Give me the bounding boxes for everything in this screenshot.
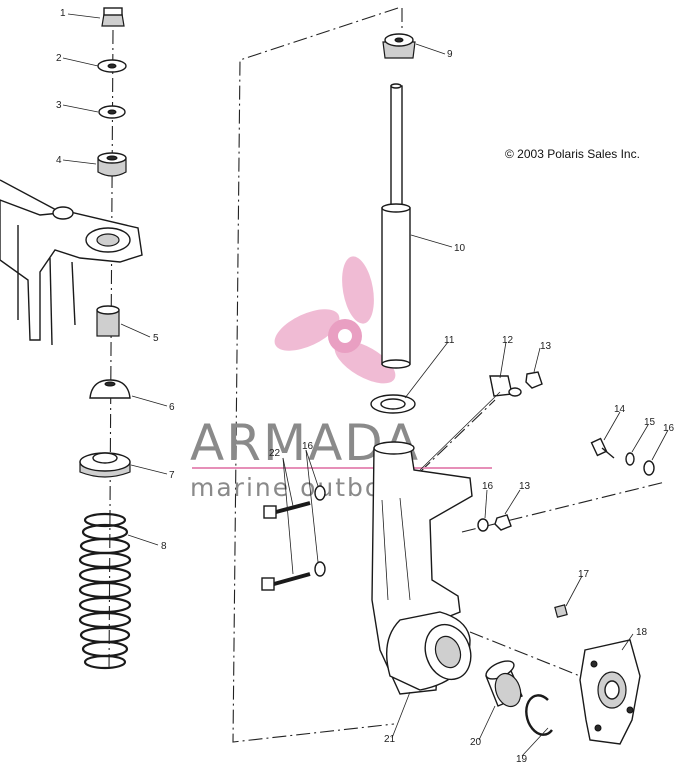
part-4-bushing <box>97 152 127 177</box>
callout-18: 18 <box>636 627 648 638</box>
part-8-coil-spring <box>78 512 132 670</box>
part-3-washer <box>98 105 126 119</box>
part-2-washer <box>97 59 127 73</box>
part-18-hub-carrier <box>579 639 641 745</box>
callout-3: 3 <box>56 100 62 111</box>
callout-22: 22 <box>269 448 281 459</box>
part-13-nut-upper <box>525 371 543 389</box>
callout-1: 1 <box>60 8 66 19</box>
part-21-spindle <box>371 441 473 695</box>
callout-6: 6 <box>169 402 175 413</box>
callout-8: 8 <box>161 541 167 552</box>
part-5-spacer <box>96 305 120 337</box>
part-20-bearing <box>485 660 523 708</box>
callout-16-left: 16 <box>302 441 314 452</box>
callout-16-middle: 16 <box>482 481 494 492</box>
callout-7: 7 <box>169 470 175 481</box>
part-19-snap-ring <box>525 694 553 736</box>
callout-13-upper: 13 <box>540 341 552 352</box>
part-12-clip <box>489 375 522 397</box>
part-17-fitting <box>554 604 568 618</box>
part-14-bolt <box>590 437 615 459</box>
part-10-strut <box>381 83 411 369</box>
callout-17: 17 <box>578 569 590 580</box>
part-16-washer-lower <box>314 561 326 577</box>
chassis-mount-bracket <box>0 179 143 346</box>
part-22-bolt-lower <box>261 572 311 591</box>
callout-16-right: 16 <box>663 423 675 434</box>
callout-9: 9 <box>447 49 453 60</box>
callout-21: 21 <box>384 734 396 745</box>
part-15-washer <box>625 452 635 466</box>
callout-labels: 1 2 3 4 5 6 7 8 9 10 11 12 13 13 14 15 1… <box>56 8 675 764</box>
callout-14: 14 <box>614 404 626 415</box>
part-13-nut-lower <box>494 514 512 531</box>
callout-leader-lines <box>62 13 669 757</box>
callout-19: 19 <box>516 754 528 764</box>
callout-13-lower: 13 <box>519 481 531 492</box>
part-18-washer <box>477 518 489 532</box>
part-16-washer-upper <box>314 485 326 501</box>
callout-12: 12 <box>502 335 514 346</box>
part-22-bolt-upper <box>263 501 311 519</box>
callout-15: 15 <box>644 417 656 428</box>
part-1-nut <box>101 7 125 27</box>
copyright-notice: © 2003 Polaris Sales Inc. <box>505 147 640 161</box>
callout-20: 20 <box>470 737 482 748</box>
callout-10: 10 <box>454 243 466 254</box>
part-6-spring-cup <box>89 379 131 399</box>
part-11-seal <box>370 394 416 414</box>
part-9-bushing <box>382 33 416 59</box>
armada-propeller-logo <box>274 256 396 384</box>
part-7-spring-retainer <box>79 452 131 478</box>
callout-5: 5 <box>153 333 159 344</box>
part-16-washer-right <box>643 460 655 476</box>
callout-4: 4 <box>56 155 62 166</box>
callout-11: 11 <box>444 335 455 346</box>
callout-2: 2 <box>56 53 62 64</box>
